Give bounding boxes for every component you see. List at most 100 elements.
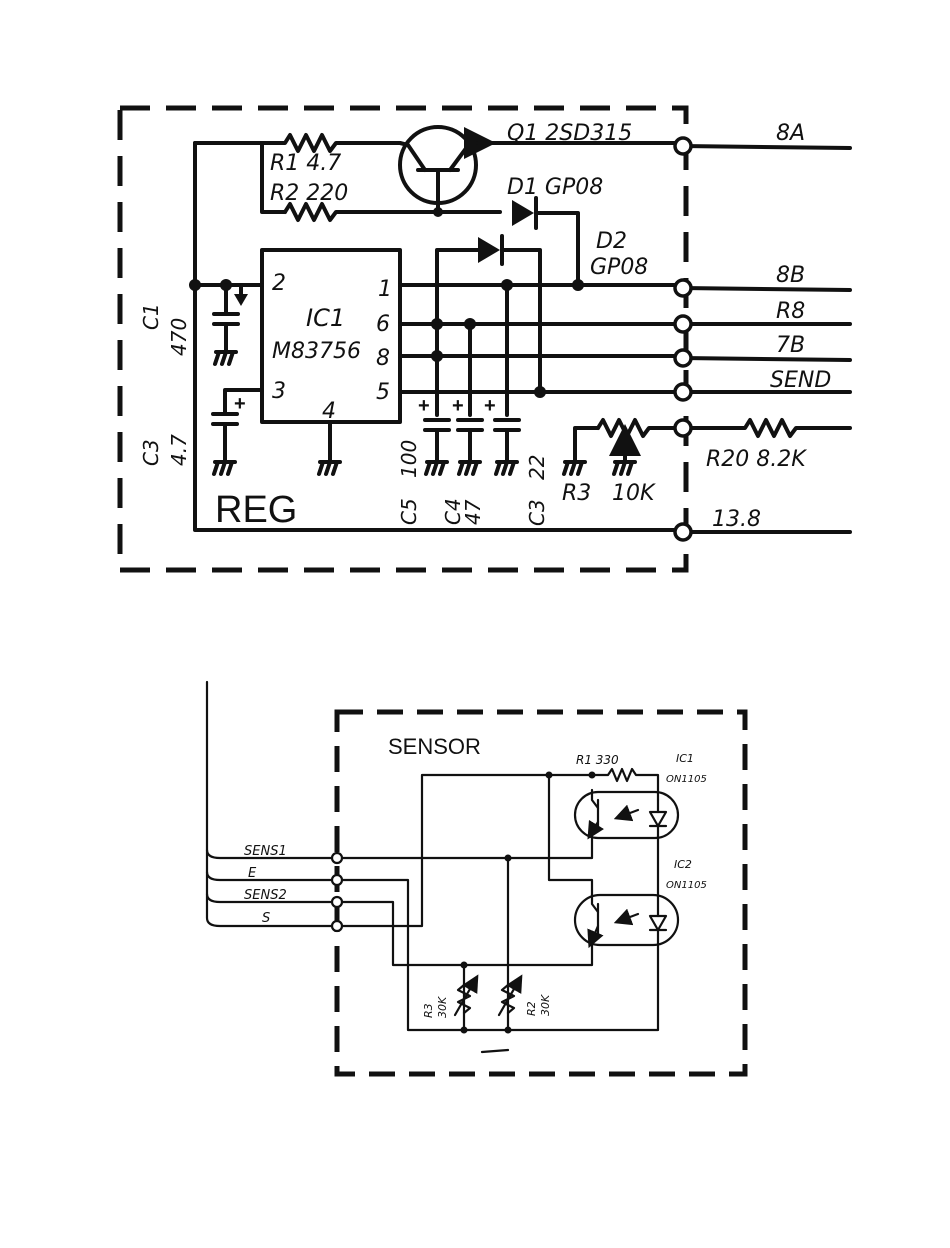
reg-section: + + + + [120, 108, 850, 570]
output-7b: 7B [776, 333, 805, 358]
c3b-capacitor [495, 420, 519, 474]
c5-plus: + [418, 395, 430, 417]
c1-value: 470 [167, 318, 191, 356]
sensor-section: SENSOR SENS1 E SENS2 S [207, 682, 745, 1074]
output-r8: R8 [776, 299, 805, 324]
terminal-r20 [675, 420, 691, 436]
out-r20-resistor [682, 420, 850, 436]
terminal-sens2 [332, 897, 342, 907]
out-8a-wire [682, 146, 850, 148]
node-dot [189, 279, 201, 291]
output-8a: 8A [776, 121, 805, 146]
terminal-s [332, 921, 342, 931]
node-dot [505, 855, 512, 862]
r2-label: R2 220 [270, 181, 348, 206]
r2-resistor [285, 204, 500, 220]
node-dot [505, 1027, 512, 1034]
input-sens1: SENS1 [244, 844, 287, 859]
node-dot [546, 772, 553, 779]
c3a-label: C3 [139, 439, 163, 466]
sens2-wire [342, 902, 592, 965]
cable-sens1 [207, 682, 337, 858]
out-8b-wire [682, 288, 850, 290]
terminal-8b [675, 280, 691, 296]
d1-output-wire [536, 213, 578, 285]
r20-label: R20 8.2K [706, 447, 807, 472]
output-13-8: 13.8 [712, 507, 761, 532]
s-rail-wire [342, 775, 592, 926]
out-7b-wire [682, 358, 850, 360]
r3-value: 10K [612, 481, 656, 506]
sens1-wire [342, 832, 592, 858]
r3-potentiometer [598, 420, 682, 436]
c1-label: C1 [139, 303, 163, 330]
terminal-13-8 [675, 524, 691, 540]
c5-capacitor [425, 420, 449, 474]
input-e: E [248, 866, 257, 881]
r3-lead-wire [575, 428, 598, 462]
d2-value: GP08 [590, 255, 648, 280]
ic1-pin1: 1 [378, 277, 392, 302]
output-send: SEND [770, 368, 831, 393]
c3b-plus: + [484, 395, 496, 417]
r3-wiper-ground [614, 462, 635, 474]
c3b-label: C3 [525, 499, 549, 526]
d2-label: D2 [596, 229, 627, 254]
d1-diode [512, 198, 536, 228]
ic1-pin5: 5 [376, 380, 390, 405]
ic1-optocoupler [575, 790, 678, 838]
dash-mark [482, 1050, 508, 1052]
c3b-value: 22 [525, 455, 549, 480]
ic2-label: IC2 [674, 858, 692, 871]
r3-label: R3 [562, 481, 591, 506]
q1-label: Q1 2SD315 [507, 121, 632, 146]
terminal-r8 [675, 316, 691, 332]
terminal-send [675, 384, 691, 400]
c1-capacitor [214, 285, 248, 364]
ic1-pin3: 3 [272, 379, 286, 404]
ic1-pin4: 4 [322, 399, 336, 424]
ic1-pin6: 6 [376, 312, 390, 337]
sensor-r1-resistor [592, 769, 658, 800]
r1-resistor [262, 135, 400, 151]
ic1-pin2: 2 [272, 271, 286, 296]
c5-label: C5 [397, 498, 421, 525]
sensor-dashed-boundary [337, 712, 745, 1074]
pin4-ground [319, 462, 340, 474]
sensor-r1-label: R1 330 [576, 753, 619, 767]
input-sens2: SENS2 [244, 888, 287, 903]
c3a-plus: + [234, 393, 246, 415]
node-dot [572, 279, 584, 291]
d1-label: D1 GP08 [507, 175, 603, 200]
node-dot [461, 1027, 468, 1034]
terminal-8a [675, 138, 691, 154]
ic1-name: IC1 [306, 304, 345, 332]
ic1-part: ON1105 [666, 774, 707, 785]
c4-plus: + [452, 395, 464, 417]
terminal-e [332, 875, 342, 885]
input-s: S [262, 911, 270, 926]
terminal-7b [675, 350, 691, 366]
sensor-title: SENSOR [388, 734, 481, 759]
sensor-r3-value: 30K [436, 996, 449, 1018]
r3-ground [564, 462, 585, 474]
sensor-r3-label: R3 [422, 1003, 435, 1018]
ic1-pin8: 8 [376, 346, 390, 371]
reg-title: REG [215, 489, 297, 531]
terminal-sens1 [332, 853, 342, 863]
node-dot [461, 962, 468, 969]
ic1-label: IC1 [676, 752, 694, 765]
r1-label: R1 4.7 [270, 151, 341, 176]
c4-capacitor [458, 420, 482, 474]
ic1-part: M83756 [272, 339, 361, 364]
c3a-capacitor [213, 414, 237, 474]
sensor-r2-value: 30K [539, 994, 552, 1016]
c4-value: 47 [461, 499, 485, 525]
c5-value: 100 [397, 440, 421, 478]
c3a-value: 4.7 [167, 434, 191, 466]
sensor-r2-label: R2 [525, 1001, 538, 1016]
ic2-part: ON1105 [666, 880, 707, 891]
output-8b: 8B [776, 263, 805, 288]
d2-diode [478, 236, 502, 264]
